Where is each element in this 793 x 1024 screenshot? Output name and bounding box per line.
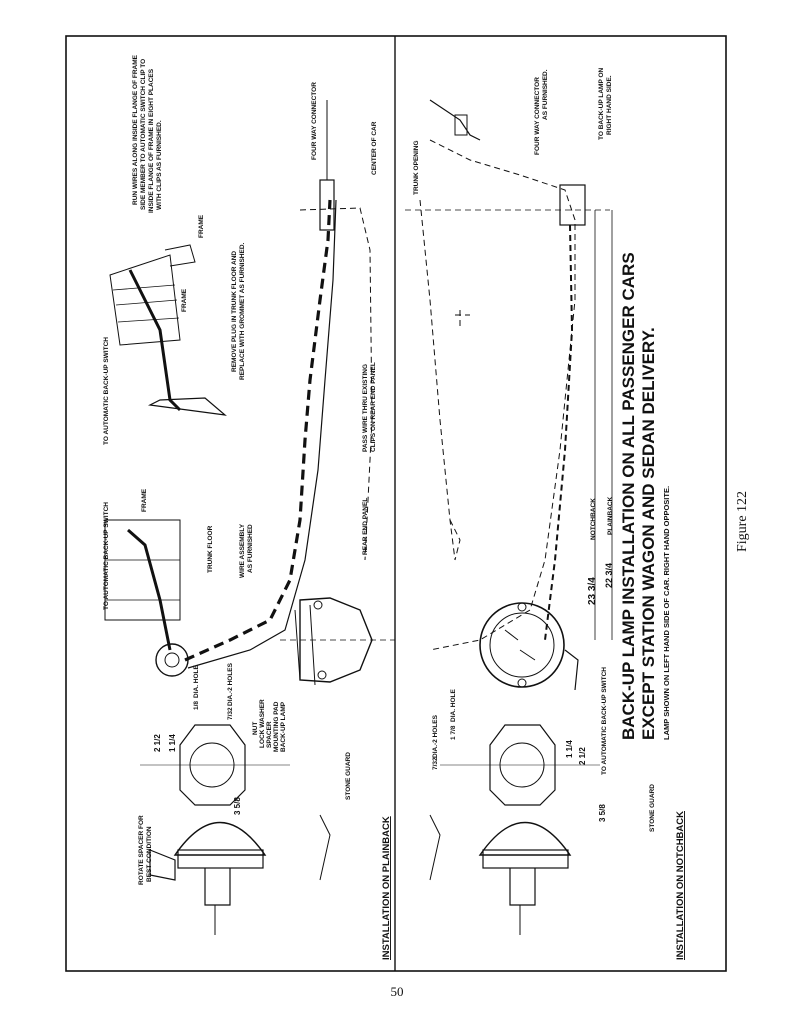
plainback-dim-value: 22 3/4	[604, 563, 614, 588]
trunk-floor-label: TRUNK FLOOR	[207, 525, 214, 573]
dia-2holes-bot-label: DIA.-2 HOLES	[432, 714, 439, 758]
dim-1-1-4-bot: 1 1/4	[565, 740, 574, 758]
title-note: LAMP SHOWN ON LEFT HAND SIDE OF CAR. RIG…	[662, 486, 671, 740]
notchback-artwork	[405, 99, 610, 935]
stone-guard-bottom-label: STONE GUARD	[649, 784, 656, 832]
to-auto-switch-top: TO AUTOMATIC BACK-UP SWITCH	[103, 337, 110, 445]
dim-3-5-8-bot: 3 5/8	[598, 804, 607, 822]
title-line2: EXCEPT STATION WAGON AND SEDAN DELIVERY.	[639, 327, 658, 740]
title-line1: BACK-UP LAMP INSTALLATION ON ALL PASSENG…	[619, 252, 638, 740]
lock-washer-label: LOCK WASHER	[259, 699, 266, 748]
plainback-dim-label: PLAINBACK	[607, 496, 614, 535]
stone-guard-top-label: STONE GUARD	[345, 752, 352, 800]
to-auto-switch-mid: TO AUTOMATIC BACK-UP SWITCH	[103, 502, 110, 610]
center-of-car-label: CENTER OF CAR	[371, 121, 378, 175]
notchback-dim-value: 23 3/4	[587, 577, 598, 605]
to-backup-lamp-line2: RIGHT HAND SIDE.	[606, 75, 613, 135]
wire-assembly-line1: WIRE ASSEMBLY	[239, 523, 246, 578]
dia-hole-top-frac: 1/8	[193, 701, 200, 710]
dim-2-1-2-top: 2 1/2	[153, 734, 162, 752]
diagram-border	[65, 35, 727, 972]
trunk-opening-label: TRUNK OPENING	[413, 140, 420, 195]
run-wires-note-line2: SIDE MEMBER TO AUTOMATIC SWITCH CLIP TO	[140, 59, 147, 210]
dia-hole-top-label: DIA. HOLE	[193, 664, 200, 698]
rear-end-panel-label: REAR END PANEL	[362, 498, 369, 555]
back-up-lamp-label: BACK-UP LAMP	[280, 701, 287, 752]
dia-hole-bot-label: DIA. HOLE	[450, 688, 457, 722]
remove-plug-note-line1: REMOVE PLUG IN TRUNK FLOOR AND	[231, 251, 238, 372]
to-backup-lamp-line1: TO BACK-UP LAMP ON	[598, 67, 605, 140]
to-auto-switch-bottom: TO AUTOMATIC BACK-UP SWITCH	[601, 667, 608, 775]
run-wires-note-line4: WITH CLIPS AS FURNISHED.	[156, 120, 163, 210]
rotate-spacer-line2: BEST CONDITION	[146, 826, 153, 882]
dim-1-1-4-top: 1 1/4	[168, 734, 177, 752]
panel-title-notchback: INSTALLATION ON NOTCHBACK	[675, 811, 686, 960]
pass-wire-note-line1: PASS WIRE THRU EXISTING	[362, 364, 369, 452]
run-wires-note-line3: INSIDE FLANGE OF FRAME IN EIGHT PLACES	[148, 68, 155, 213]
run-wires-note-line1: RUN WIRES ALONG INSIDE FLANGE OF FRAME	[132, 54, 139, 205]
dia-hole-bot-frac: 1 7/8	[450, 725, 457, 740]
panel-title-plainback: INSTALLATION ON PLAINBACK	[381, 816, 392, 960]
frame-label-mid: FRAME	[181, 288, 188, 312]
dim-3-5-8-top: 3 5/8	[233, 797, 242, 815]
four-way-connector-right-line2: AS FURNISHED.	[542, 69, 549, 120]
dia-2holes-top-frac: 7/32	[227, 707, 234, 720]
pass-wire-note-line2: CLIPS ON REAR END PANEL	[370, 362, 377, 452]
spacer-label: SPACER	[266, 721, 273, 748]
remove-plug-note-line2: REPLACE WITH GROMMET AS FURNISHED.	[239, 242, 246, 380]
frame-label-top: FRAME	[198, 214, 205, 238]
dia-2holes-bot-frac: 7/32	[432, 757, 439, 770]
mounting-pad-label: MOUNTING PAD	[273, 701, 280, 752]
plainback-artwork	[104, 100, 395, 935]
dia-2holes-top-label: DIA.-2 HOLES	[227, 662, 234, 706]
notchback-dim-label: NOTCHBACK	[590, 498, 597, 540]
page-number: 50	[391, 984, 404, 999]
rotate-spacer-line1: ROTATE SPACER FOR	[138, 815, 145, 885]
wheelbase-dimension	[594, 210, 613, 640]
four-way-connector-top: FOUR WAY CONNECTOR	[311, 82, 318, 160]
figure-caption: Figure 122	[735, 491, 750, 552]
nut-label: NUT	[252, 722, 259, 735]
four-way-connector-right-line1: FOUR WAY CONNECTOR	[534, 77, 541, 155]
dim-2-1-2-bot: 2 1/2	[578, 747, 587, 765]
frame-label-left: FRAME	[141, 488, 148, 512]
wire-assembly-line2: AS FURNISHED	[247, 524, 254, 573]
